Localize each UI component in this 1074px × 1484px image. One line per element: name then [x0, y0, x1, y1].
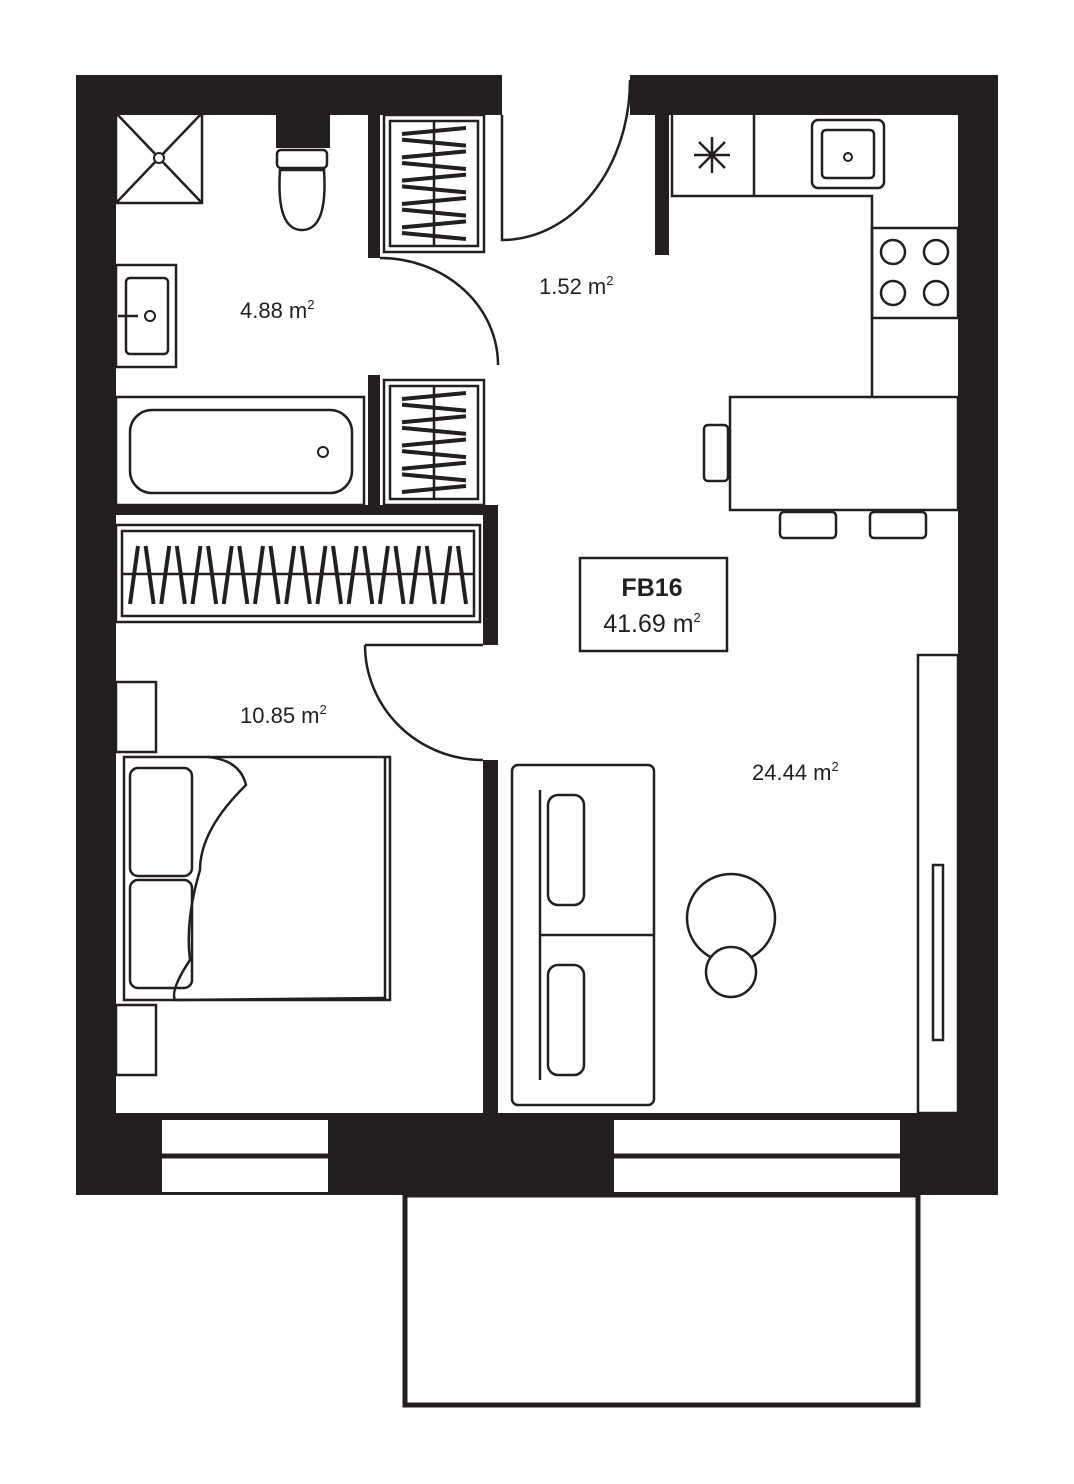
hanger — [401, 137, 467, 148]
hanger — [268, 545, 281, 605]
toilet — [275, 148, 329, 232]
hangers-hall-top — [401, 126, 467, 241]
hanger — [284, 545, 297, 605]
windows — [162, 1120, 900, 1192]
hangers-hall-bottom — [401, 391, 467, 494]
hanger — [346, 545, 359, 605]
living-area: 24.44 m2 — [752, 759, 839, 785]
hanger — [393, 545, 406, 605]
bathroom-area: 4.88 m2 — [240, 297, 315, 323]
hanger — [456, 545, 468, 605]
hanger — [401, 437, 467, 448]
hanger — [401, 207, 467, 218]
wardrobe-hall-top — [382, 113, 486, 254]
hanger — [174, 545, 187, 605]
hanger — [315, 545, 328, 605]
sofa — [510, 763, 656, 1107]
kitchen-counter — [670, 115, 960, 397]
outer-walls — [76, 75, 998, 1195]
hanger — [401, 449, 467, 460]
coffee-table — [685, 872, 777, 999]
hallway-area: 1.52 m2 — [539, 273, 614, 299]
hanger — [252, 545, 265, 605]
hanger — [401, 414, 467, 425]
hangers-bedroom — [128, 545, 468, 605]
hanger — [206, 545, 219, 605]
interior-walls — [116, 113, 669, 1115]
doors — [363, 79, 632, 762]
hanger — [143, 545, 156, 605]
shower — [114, 111, 204, 205]
tv-cabinet — [916, 653, 960, 1115]
bedroom-area: 10.85 m2 — [240, 702, 327, 728]
apartment-label-box: FB16 41.69 m2 — [578, 556, 729, 653]
bed — [114, 680, 392, 1077]
hanger — [401, 172, 467, 183]
hanger — [401, 161, 467, 171]
hanger — [377, 545, 390, 605]
hanger — [401, 196, 467, 206]
wardrobe-bedroom — [114, 523, 482, 624]
hanger — [424, 545, 437, 605]
bathtub — [114, 395, 366, 507]
hanger — [401, 219, 467, 230]
apartment-total-area: 41.69 m2 — [603, 610, 701, 638]
hanger — [221, 545, 234, 605]
hanger — [401, 460, 467, 471]
apartment-code: FB16 — [621, 574, 682, 602]
hanger — [159, 545, 172, 605]
hanger — [401, 184, 467, 195]
hanger — [401, 149, 467, 160]
hanger — [362, 545, 375, 605]
hanger — [409, 545, 422, 605]
hanger — [401, 425, 467, 436]
dining-table — [702, 395, 960, 540]
hanger — [401, 472, 467, 483]
hanger — [237, 545, 250, 605]
hanger — [128, 545, 140, 605]
hanger — [401, 391, 467, 401]
hanger — [190, 545, 203, 605]
sink — [114, 263, 178, 369]
hanger — [401, 126, 467, 136]
hanger — [440, 545, 453, 605]
hanger — [331, 545, 344, 605]
hanger — [401, 402, 467, 413]
hanger — [299, 545, 312, 605]
hanger — [401, 231, 467, 241]
balcony — [402, 1192, 921, 1408]
hanger — [401, 484, 467, 494]
